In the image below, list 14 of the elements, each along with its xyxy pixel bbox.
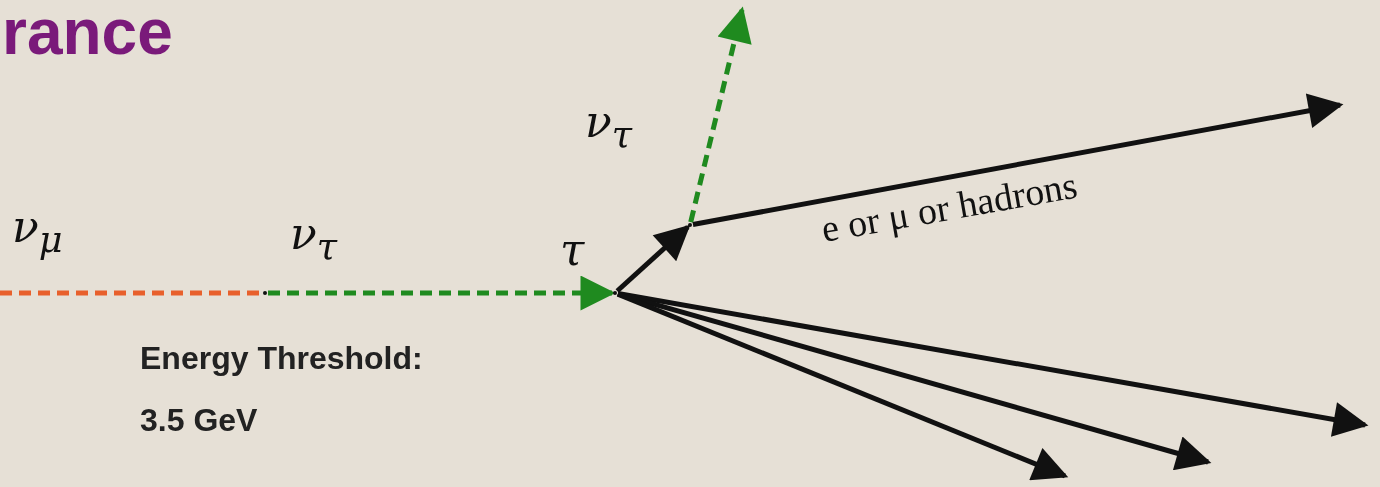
arrow (617, 291, 1212, 471)
vertex-point (613, 291, 617, 295)
arrow (616, 291, 1069, 481)
arrow (688, 6, 752, 223)
arrow (268, 275, 616, 311)
arrow (615, 224, 691, 293)
edge-label: e or μ or hadrons (818, 165, 1080, 248)
arrow (617, 291, 1369, 437)
vertex-point (263, 291, 267, 295)
vertex-point (688, 223, 692, 227)
note-text: Energy Threshold: (140, 340, 423, 377)
arrow (692, 93, 1344, 227)
title: rance (2, 0, 173, 64)
note-text: 3.5 GeV (140, 402, 258, 439)
